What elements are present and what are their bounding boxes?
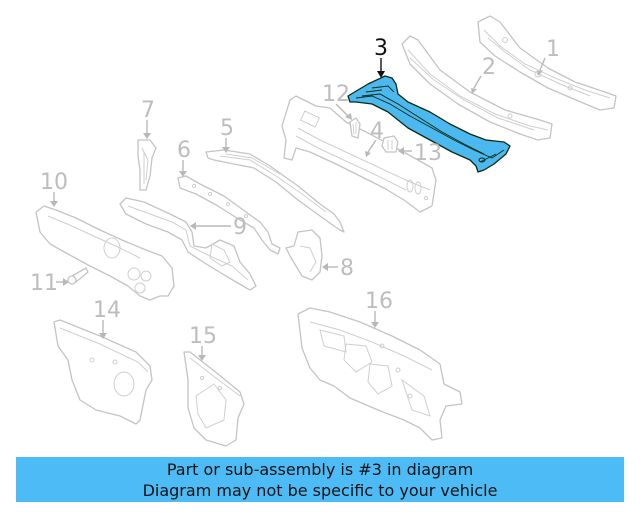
- svg-text:11: 11: [30, 271, 58, 296]
- callout-4[interactable]: 4: [365, 119, 384, 157]
- svg-text:3: 3: [374, 36, 388, 61]
- svg-text:4: 4: [370, 119, 384, 144]
- part-2-cowl-reinforcement[interactable]: [401, 35, 553, 141]
- callout-9[interactable]: 9: [190, 215, 247, 240]
- part-9-wiper-frame[interactable]: [119, 197, 257, 291]
- part-1-cowl-panel[interactable]: [477, 15, 617, 111]
- part-15-insulator[interactable]: [183, 351, 245, 447]
- callout-3[interactable]: 3: [374, 36, 388, 78]
- callout-11[interactable]: 11: [30, 271, 69, 296]
- svg-text:9: 9: [233, 215, 247, 240]
- callout-16[interactable]: 16: [365, 289, 393, 328]
- svg-text:5: 5: [220, 116, 234, 141]
- callout-5[interactable]: 5: [220, 116, 234, 153]
- svg-text:16: 16: [365, 289, 393, 314]
- part-11-bolt[interactable]: [67, 267, 89, 285]
- part-14-insulator[interactable]: [53, 319, 153, 425]
- part-3-cowl-vent-panel-highlighted[interactable]: [347, 75, 511, 173]
- callout-10[interactable]: 10: [40, 170, 68, 207]
- callout-8[interactable]: 8: [322, 256, 354, 281]
- svg-text:13: 13: [414, 141, 442, 166]
- callout-14[interactable]: 14: [93, 298, 121, 339]
- svg-text:7: 7: [141, 98, 155, 123]
- part-5-rail[interactable]: [205, 149, 345, 233]
- svg-text:14: 14: [93, 298, 121, 323]
- svg-text:1: 1: [546, 37, 560, 62]
- part-7-bracket[interactable]: [137, 139, 157, 191]
- svg-text:6: 6: [177, 138, 191, 163]
- part-4-plenum-panel[interactable]: [281, 95, 437, 213]
- part-13-bracket[interactable]: [381, 135, 399, 153]
- part-12-clip[interactable]: [349, 117, 361, 139]
- callout-12[interactable]: 12: [322, 82, 352, 120]
- info-banner: Part or sub-assembly is #3 in diagram Di…: [16, 457, 624, 502]
- callout-13[interactable]: 13: [398, 141, 442, 166]
- svg-text:12: 12: [322, 82, 350, 107]
- banner-line-part-number: Part or sub-assembly is #3 in diagram: [166, 459, 474, 479]
- callout-2[interactable]: 2: [471, 55, 496, 94]
- svg-text:10: 10: [40, 170, 68, 195]
- svg-text:15: 15: [189, 324, 217, 349]
- part-16-dash-panel[interactable]: [297, 307, 463, 441]
- callout-1[interactable]: 1: [537, 37, 560, 76]
- svg-text:8: 8: [340, 256, 354, 281]
- svg-text:2: 2: [482, 55, 496, 80]
- part-10-duct-panel[interactable]: [35, 205, 175, 301]
- banner-line-disclaimer: Diagram may not be specific to your vehi…: [142, 480, 498, 500]
- part-6-bracket-rail[interactable]: [177, 175, 281, 255]
- part-8-bracket[interactable]: [285, 229, 323, 281]
- callout-6[interactable]: 6: [177, 138, 191, 177]
- parts-diagram: 1 2 3 4 5 6 7 8 9 10: [30, 15, 617, 447]
- callout-7[interactable]: 7: [141, 98, 155, 139]
- callout-15[interactable]: 15: [189, 324, 217, 361]
